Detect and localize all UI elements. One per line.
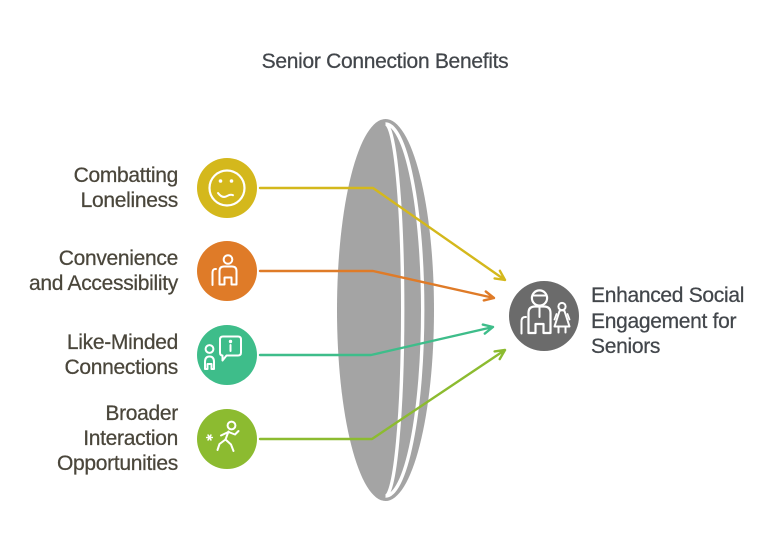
arrow-combatting-loneliness xyxy=(258,186,507,282)
active-person-icon xyxy=(205,420,240,452)
arrow-broader xyxy=(258,348,507,441)
lens-stripe-inner xyxy=(385,122,405,498)
circle-outcome xyxy=(509,281,579,351)
seniors-couple-icon xyxy=(520,289,571,335)
arrow-like-minded xyxy=(258,323,495,357)
label-combatting-loneliness: Combatting Loneliness xyxy=(73,164,178,212)
lens-ellipse xyxy=(337,119,434,501)
circle-combatting-loneliness xyxy=(197,158,257,218)
label-convenience: Convenience and Accessibility xyxy=(29,247,179,295)
lens-stripe-outer xyxy=(385,122,425,498)
lens-shape xyxy=(337,119,434,501)
person-with-cane-icon xyxy=(211,254,238,286)
circle-convenience xyxy=(197,241,257,301)
sad-face-icon xyxy=(208,169,246,207)
arrow-convenience xyxy=(258,269,496,302)
label-outcome: Enhanced Social Engagement for Seniors xyxy=(591,284,745,358)
circle-broader xyxy=(197,409,257,469)
label-like-minded: Like-Minded Connections xyxy=(64,331,178,379)
person-info-bubble-icon xyxy=(204,335,242,370)
label-broader: Broader Interaction Opportunities xyxy=(56,402,179,475)
arrows xyxy=(258,186,507,441)
diagram-title: Senior Connection Benefits xyxy=(261,50,509,73)
ball-icon xyxy=(205,434,214,441)
